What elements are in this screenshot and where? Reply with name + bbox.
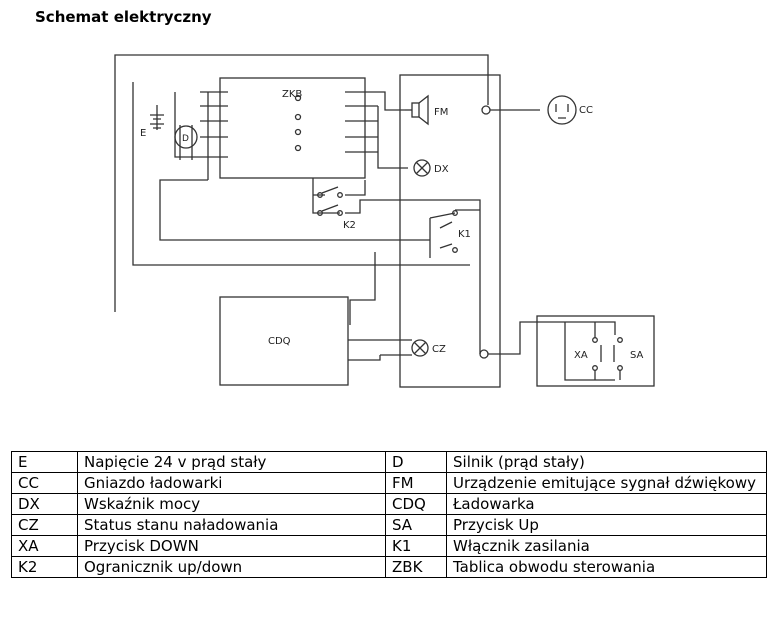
legend-code: DX [11, 493, 78, 515]
cc-label: CC [579, 105, 593, 116]
legend-code: K1 [385, 535, 447, 557]
legend-desc: Przycisk Up [446, 514, 767, 536]
legend-row: CC Gniazdo ładowarki FM Urządzenie emitu… [11, 472, 767, 494]
legend-row: CZ Status stanu naładowania SA Przycisk … [11, 514, 767, 536]
legend-code: CDQ [385, 493, 447, 515]
dx-label: DX [434, 164, 449, 175]
legend-desc: Wskaźnik mocy [77, 493, 386, 515]
legend-code: CC [11, 472, 78, 494]
cz-label: CZ [432, 344, 446, 355]
cc-socket [547, 95, 577, 125]
legend-code: FM [385, 472, 447, 494]
legend-desc: Napięcie 24 v prąd stały [77, 451, 386, 473]
legend-code: CZ [11, 514, 78, 536]
cdq-label: CDQ [268, 336, 291, 347]
legend-desc: Ogranicznik up/down [77, 556, 386, 578]
sa-label: SA [630, 350, 644, 361]
legend-code: XA [11, 535, 78, 557]
legend-desc: Ładowarka [446, 493, 767, 515]
xa-sa-box [536, 315, 655, 387]
cdq-charger [219, 296, 349, 386]
legend-desc: Gniazdo ładowarki [77, 472, 386, 494]
legend-desc: Włącznik zasilania [446, 535, 767, 557]
legend-desc: Silnik (prąd stały) [446, 451, 767, 473]
legend-table: E Napięcie 24 v prąd stały D Silnik (prą… [11, 451, 767, 578]
xa-label: XA [574, 350, 588, 361]
legend-row: XA Przycisk DOWN K1 Włącznik zasilania [11, 535, 767, 557]
legend-code: E [11, 451, 78, 473]
legend-code: K2 [11, 556, 78, 578]
legend-code: SA [385, 514, 447, 536]
fm-label: FM [434, 107, 448, 118]
k2-label: K2 [343, 220, 356, 231]
legend-code: ZBK [385, 556, 447, 578]
page-title: Schemat elektryczny [35, 8, 212, 26]
d-label: D [182, 134, 189, 144]
e-label: E [140, 128, 146, 139]
zbk-label: ZKB [282, 89, 302, 100]
legend-row: K2 Ogranicznik up/down ZBK Tablica obwod… [11, 556, 767, 578]
zbk-board [219, 77, 366, 179]
right-panel [399, 74, 501, 388]
legend-row: DX Wskaźnik mocy CDQ Ładowarka [11, 493, 767, 515]
legend-desc: Urządzenie emitujące sygnał dźwiękowy [446, 472, 767, 494]
wiring-diagram: ZKB CDQ E D FM DX CZ CC K1 K2 XA SA [114, 54, 655, 388]
k1-label: K1 [458, 229, 471, 240]
legend-desc: Przycisk DOWN [77, 535, 386, 557]
legend-desc: Status stanu naładowania [77, 514, 386, 536]
legend-row: E Napięcie 24 v prąd stały D Silnik (prą… [11, 451, 767, 473]
legend-desc: Tablica obwodu sterowania [446, 556, 767, 578]
legend-code: D [385, 451, 447, 473]
